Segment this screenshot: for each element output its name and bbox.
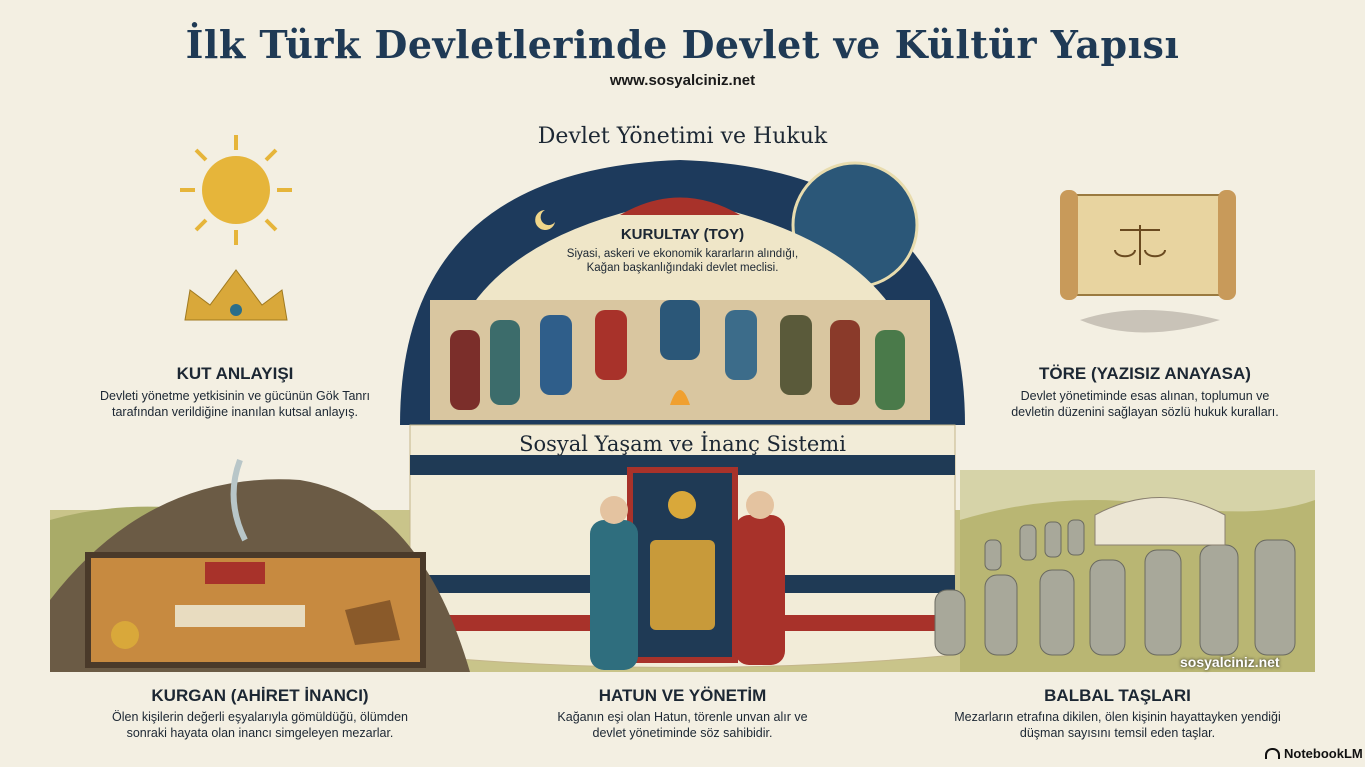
scroll-icon xyxy=(1074,194,1221,296)
sun-icon xyxy=(202,156,270,224)
kurgan-desc: Ölen kişilerin değerli eşyalarıyla gömül… xyxy=(112,710,408,740)
kut-title: KUT ANLAYIŞI xyxy=(176,364,294,383)
notebooklm-icon xyxy=(1265,748,1280,759)
scales-icon xyxy=(1114,225,1166,265)
throne xyxy=(650,540,715,630)
background-yurt xyxy=(1094,497,1226,546)
balbal-title: BALBAL TAŞLARI xyxy=(1044,686,1191,705)
section-heading-state: Devlet Yönetimi ve Hukuk xyxy=(537,124,828,149)
tore-desc: Devlet yönetiminde esas alınan, toplumun… xyxy=(1011,389,1279,419)
council-figures xyxy=(450,300,905,410)
page-title: İlk Türk Devletlerinde Devlet ve Kültür … xyxy=(185,22,1180,67)
moon-icon xyxy=(535,210,555,230)
horse-icon xyxy=(345,600,400,645)
sun-rays xyxy=(180,135,292,245)
burial-bed xyxy=(175,605,305,627)
tore-title: TÖRE (YAZISIZ ANAYASA) xyxy=(1039,364,1251,383)
yurt-crown xyxy=(620,197,740,215)
fire-icon xyxy=(670,390,690,405)
site-url[interactable]: www.sosyalciniz.net xyxy=(609,72,756,89)
kurgan-title: KURGAN (AHİRET İNANCI) xyxy=(151,686,369,705)
crown-icon xyxy=(184,269,288,321)
brand-logo: NotebookLM xyxy=(1265,746,1363,761)
section-heading-social: Sosyal Yaşam ve İnanç Sistemi xyxy=(519,432,846,456)
watermark: sosyalciniz.net xyxy=(1180,654,1280,670)
kut-desc: Devleti yönetme yetkisinin ve gücünün Gö… xyxy=(99,389,371,419)
smoke-icon xyxy=(230,458,248,542)
balbal-stones xyxy=(934,519,1296,656)
ornament-band-top xyxy=(410,455,955,475)
balbal-desc: Mezarların etrafına dikilen, ölen kişini… xyxy=(954,710,1281,740)
cloud-icon xyxy=(1080,310,1220,333)
hatun-desc: Kağanın eşi olan Hatun, törenle unvan al… xyxy=(557,710,808,740)
burial-carpet xyxy=(205,562,265,584)
hatun-figure xyxy=(590,520,638,670)
kurultay-desc: Siyasi, askeri ve ekonomik kararların al… xyxy=(566,248,799,274)
kagan-figure xyxy=(735,515,785,665)
kurultay-title: KURULTAY (TOY) xyxy=(620,226,745,243)
treasure-icon xyxy=(111,621,139,649)
hatun-title: HATUN VE YÖNETİM xyxy=(598,686,767,705)
sun-emblem xyxy=(668,491,696,519)
